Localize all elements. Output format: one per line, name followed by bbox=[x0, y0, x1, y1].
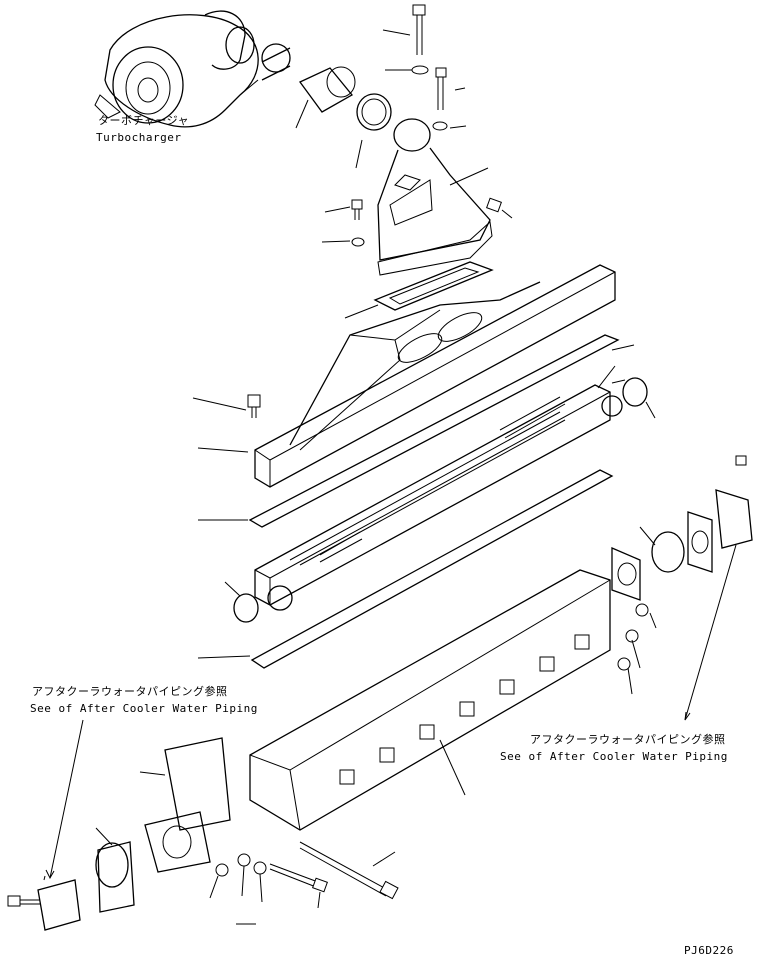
end-caps bbox=[224, 344, 656, 623]
intake-cover bbox=[254, 264, 616, 488]
right-reference-label-jp: アフタクーラウォータパイピング参照 bbox=[530, 733, 726, 746]
drawing-code: PJ6D226 bbox=[684, 944, 734, 957]
intake-manifold bbox=[249, 569, 611, 831]
bolt-cover bbox=[192, 394, 261, 453]
turbocharger-label-en: Turbocharger bbox=[96, 131, 182, 144]
left-reference-label-en: See of After Cooler Water Piping bbox=[30, 702, 258, 715]
bolts-top bbox=[321, 4, 513, 247]
gasket-middle bbox=[198, 334, 620, 528]
right-flanges bbox=[611, 455, 753, 721]
hose-clamps bbox=[239, 43, 392, 169]
bolts-bottom bbox=[209, 841, 399, 925]
gasket-bottom bbox=[197, 469, 614, 669]
gasket-top bbox=[344, 261, 494, 319]
aftercooler-core bbox=[254, 384, 623, 611]
turbocharger-label-jp: ターボチャージャ bbox=[98, 114, 190, 127]
turbocharger-drawing bbox=[94, 10, 259, 128]
left-flanges bbox=[7, 719, 231, 931]
outlet-elbow bbox=[377, 118, 493, 276]
right-reference-label-en: See of After Cooler Water Piping bbox=[500, 750, 728, 763]
left-reference-label-jp: アフタクーラウォータパイピング参照 bbox=[32, 685, 228, 698]
